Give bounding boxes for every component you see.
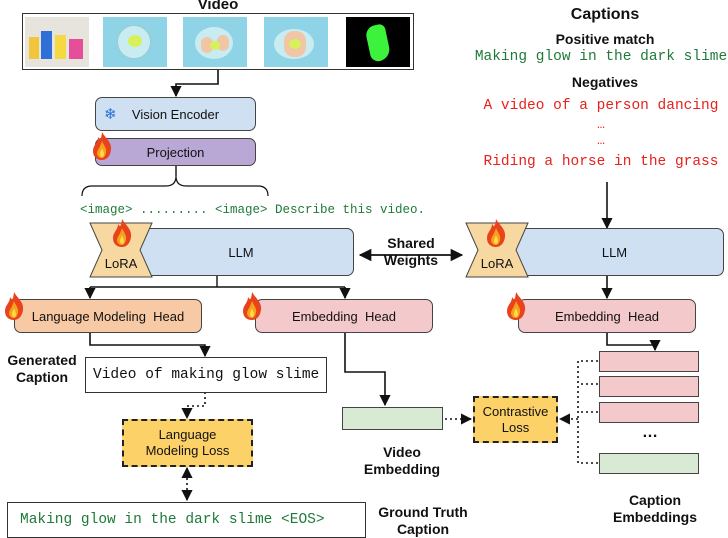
- ground-truth-box: Making glow in the dark slime <EOS>: [7, 502, 366, 538]
- llm-right-label: LLM: [601, 244, 628, 260]
- video-frame-3: [183, 17, 247, 67]
- snowflake-icon: ❄: [104, 106, 117, 123]
- flame-icon: [93, 132, 112, 160]
- lora-left-label: LoRA: [104, 256, 138, 271]
- llm-left: LLM: [128, 228, 354, 276]
- video-frame-2: [103, 17, 167, 67]
- flame-icon: [507, 292, 526, 320]
- contrastive-loss-label: Contrastive Loss: [482, 403, 549, 435]
- positive-match-title: Positive match: [555, 31, 655, 47]
- flame-icon: [487, 219, 506, 247]
- language-modeling-head-label: Language Modeling Head: [31, 308, 185, 324]
- video-frame-1: [25, 17, 89, 67]
- caption-embedding-positive-bar: [599, 453, 699, 474]
- flame-icon: [113, 219, 132, 247]
- video-frame-strip: [22, 13, 414, 70]
- video-embedding-label: Video Embedding: [363, 444, 441, 477]
- language-modeling-head: Language Modeling Head: [14, 299, 202, 333]
- generated-caption-box: Video of making glow slime: [85, 357, 327, 393]
- flame-icon: [243, 292, 262, 320]
- llm-left-label: LLM: [228, 244, 254, 260]
- language-modeling-loss: Language Modeling Loss: [122, 419, 253, 467]
- lora-right-label: LoRA: [480, 256, 514, 271]
- video-frame-5: [346, 17, 410, 67]
- language-modeling-loss-label: Language Modeling Loss: [145, 427, 230, 458]
- negative-caption-item: …: [597, 117, 605, 132]
- caption-embedding-bar: [599, 351, 699, 372]
- embedding-head-left: Embedding Head: [255, 299, 433, 333]
- vision-encoder-label: Vision Encoder: [131, 106, 220, 122]
- negative-caption-item: A video of a person dancing: [483, 98, 719, 114]
- negatives-title: Negatives: [571, 74, 639, 90]
- embedding-head-right-label: Embedding Head: [554, 308, 660, 324]
- ground-truth-label: Ground Truth Caption: [378, 504, 468, 537]
- positive-match-text: Making glow in the dark slime: [474, 49, 728, 65]
- contrastive-loss: Contrastive Loss: [473, 396, 558, 443]
- embedding-head-left-label: Embedding Head: [291, 308, 397, 324]
- projection: Projection: [95, 138, 256, 166]
- prompt-text: <image> ......... <image> Describe this …: [80, 203, 426, 217]
- vision-encoder: ❄ Vision Encoder: [95, 97, 256, 131]
- caption-embedding-ellipsis: …: [642, 424, 658, 441]
- captions-title: Captions: [570, 6, 640, 23]
- flame-icon: [5, 292, 24, 320]
- embedding-head-right: Embedding Head: [518, 299, 696, 333]
- lora-left: [89, 222, 153, 278]
- video-frame-4: [264, 17, 328, 67]
- video-title: Video: [197, 0, 239, 13]
- negative-caption-item: Riding a horse in the grass: [483, 154, 719, 170]
- video-embedding-bar: [342, 407, 443, 430]
- caption-embedding-bar: [599, 376, 699, 397]
- llm-right: LLM: [505, 228, 724, 276]
- projection-label: Projection: [146, 144, 205, 160]
- generated-caption-label: Generated Caption: [7, 352, 77, 385]
- negative-caption-item: …: [597, 133, 605, 148]
- shared-weights-label: Shared Weights: [383, 235, 439, 268]
- caption-embedding-bar: [599, 402, 699, 423]
- caption-embeddings-label: Caption Embeddings: [612, 492, 697, 525]
- lora-right: [465, 222, 529, 278]
